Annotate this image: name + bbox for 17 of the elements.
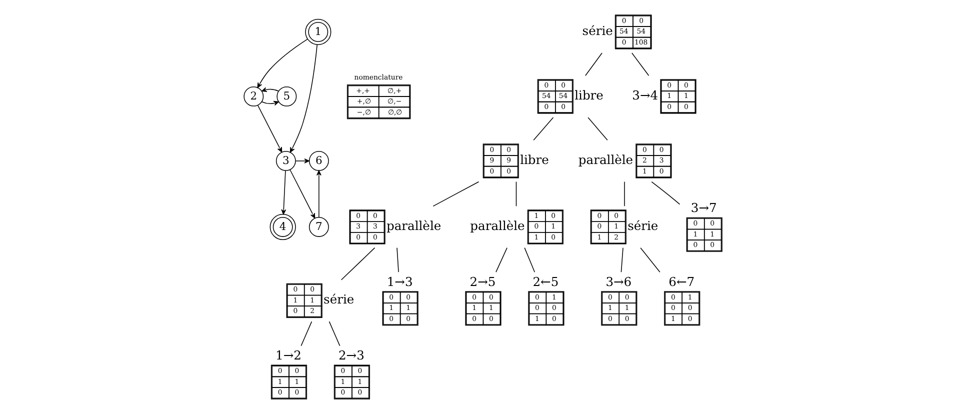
node-label: libre	[520, 152, 548, 167]
node-label: 2→5	[469, 274, 496, 289]
node-label: série	[323, 292, 354, 307]
node-label: 2←5	[532, 274, 558, 289]
node-label: 6←7	[668, 274, 694, 289]
node-label: 3→6	[605, 274, 632, 289]
node-label: 3→4	[632, 88, 658, 102]
node-label: 1→2	[275, 348, 301, 363]
node-label: parallèle	[386, 218, 441, 233]
node-label: parallèle	[578, 152, 633, 167]
node-label: parallèle	[470, 218, 524, 233]
node-label: 2→3	[338, 348, 364, 363]
node-label: 3→7	[690, 201, 716, 216]
node-label: 1→3	[386, 274, 412, 289]
node-label: libre	[574, 88, 603, 102]
node-label: série	[582, 24, 612, 38]
node-label: série	[627, 218, 658, 233]
